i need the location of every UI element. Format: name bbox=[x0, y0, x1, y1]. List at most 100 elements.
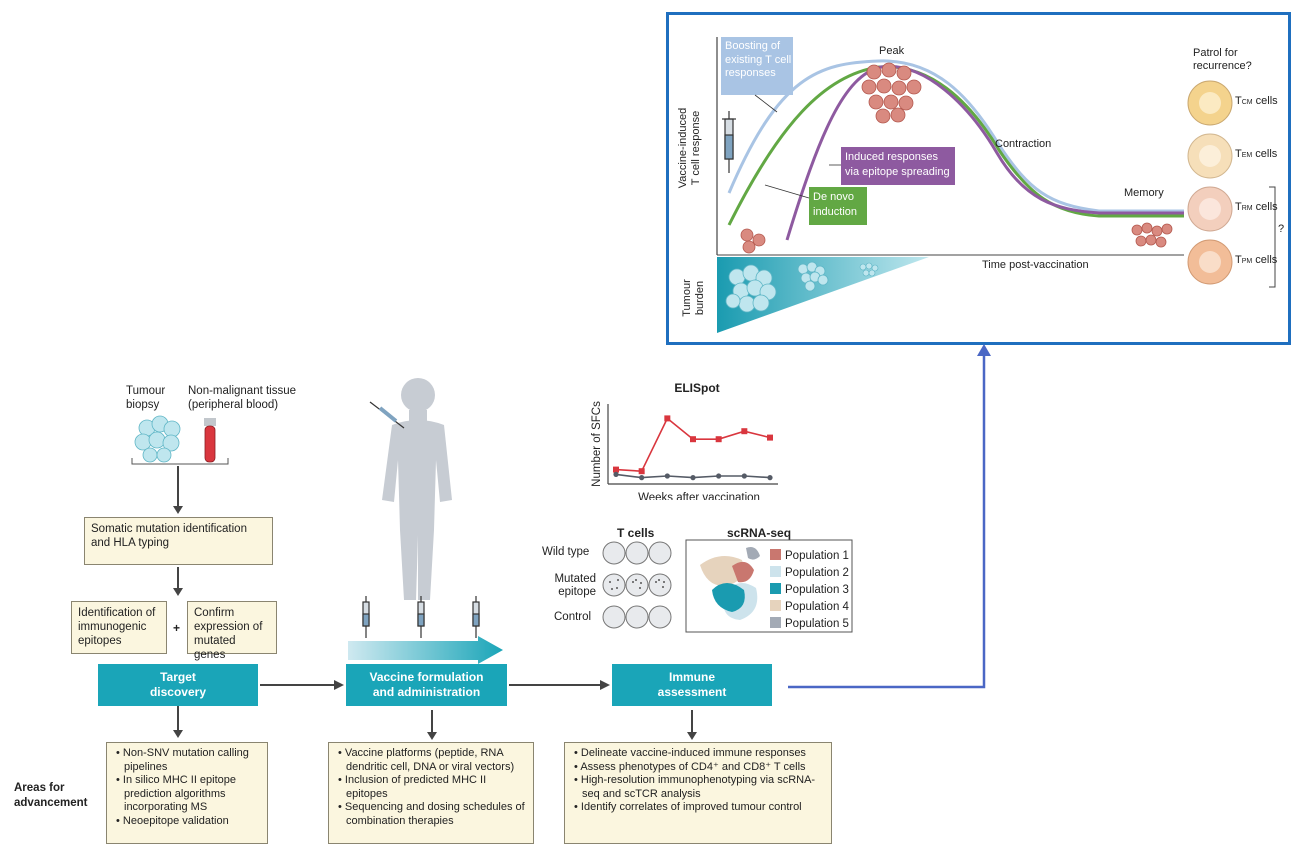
tumour-biopsy-line1: Tumour bbox=[126, 385, 166, 397]
peak-label: Peak bbox=[879, 45, 905, 57]
legend-population-2: Population 2 bbox=[770, 566, 849, 579]
question-mark: ? bbox=[1278, 223, 1285, 235]
areas-label: Areas for advancement bbox=[14, 781, 88, 811]
elispot-ylabel: Number of SFCs bbox=[591, 401, 603, 487]
induced-line1: Induced responses bbox=[845, 151, 938, 163]
scrna-title: scRNA-seq bbox=[727, 526, 792, 540]
swatch-population-2 bbox=[770, 566, 781, 577]
boosting-label: Boosting of existing T cell responses bbox=[725, 40, 791, 81]
bullet-target-2: In silico MHC II epitope prediction algo… bbox=[115, 774, 263, 815]
tumour-cluster-large bbox=[725, 264, 777, 313]
elispot-point-s2-7 bbox=[767, 475, 773, 481]
nonmalignant-line1: Non-malignant tissue bbox=[188, 385, 297, 397]
elispot-series-line-1 bbox=[615, 417, 771, 473]
trm-suffix: cells bbox=[1252, 201, 1278, 213]
tcell-wells bbox=[602, 541, 672, 629]
identification-line1: Identification of bbox=[78, 607, 156, 619]
row-label-mutated: Mutated epitope bbox=[546, 573, 596, 599]
induced-box bbox=[841, 147, 955, 185]
blue-connector-arrowhead bbox=[977, 344, 991, 356]
trm-label: TRM cells bbox=[1235, 201, 1278, 213]
induced-curve bbox=[785, 64, 1184, 241]
tumour-cluster-small bbox=[859, 262, 879, 277]
tcell-response-panel: Vaccine-induced T cell response Tumour b… bbox=[666, 12, 1291, 345]
tumour-biopsy-line2: biopsy bbox=[126, 399, 160, 411]
confirm-line1: Confirm bbox=[194, 607, 235, 619]
elispot-point-s1-7 bbox=[767, 434, 773, 441]
tcell-response-graphic bbox=[716, 37, 1276, 333]
elispot-point-s2-4 bbox=[690, 475, 696, 481]
bullet-target-3: Neoepitope validation bbox=[115, 815, 263, 829]
elispot-point-s1-3 bbox=[664, 415, 671, 422]
patrol-line1: Patrol for bbox=[1193, 47, 1238, 59]
mutated-line2: epitope bbox=[558, 586, 596, 598]
dose-syringe-icons bbox=[362, 596, 480, 638]
plus-sign: + bbox=[173, 621, 181, 635]
legend-population-4: Population 4 bbox=[770, 600, 849, 613]
bullet-immune-3: High-resolution immunophenotyping via sc… bbox=[573, 774, 827, 801]
confirm-line2: expression of bbox=[194, 621, 263, 633]
elispot-xlabel: Weeks after vaccination bbox=[638, 492, 760, 500]
somatic-box: Somatic mutation identification and HLA … bbox=[84, 517, 273, 565]
patrol-label: Patrol for recurrence? bbox=[1193, 47, 1252, 73]
early-cell-cluster bbox=[740, 228, 766, 254]
trm-sub: RM bbox=[1241, 205, 1253, 212]
bullet-vaccine-3: Sequencing and dosing schedules of combi… bbox=[337, 801, 529, 828]
elispot-point-s1-4 bbox=[690, 436, 696, 443]
confirm-box: Confirm expression of mutated genes bbox=[187, 601, 277, 661]
elispot-title: ELISpot bbox=[674, 381, 719, 395]
boosting-line2: existing T cell bbox=[725, 53, 792, 66]
bullets-vaccine-box: Vaccine platforms (peptide, RNA dendriti… bbox=[328, 742, 534, 844]
scrna-umap bbox=[700, 547, 760, 620]
peak-cell-cluster bbox=[861, 62, 922, 124]
boosting-line3: responses bbox=[725, 67, 776, 79]
trm-main: T bbox=[1235, 201, 1242, 213]
areas-line1: Areas for bbox=[14, 782, 65, 794]
elispot-point-s2-1 bbox=[613, 471, 619, 477]
swatch-population-4 bbox=[770, 600, 781, 611]
tcm-label: TCM cells bbox=[1235, 95, 1278, 107]
tpm-main: T bbox=[1235, 254, 1242, 266]
tcm-main: T bbox=[1235, 95, 1242, 107]
syringe-icon bbox=[722, 111, 736, 173]
identification-line2: immunogenic bbox=[78, 621, 147, 633]
elispot-point-s2-6 bbox=[741, 473, 747, 479]
population-5-label: Population 5 bbox=[785, 618, 849, 630]
swatch-population-5 bbox=[770, 617, 781, 628]
time-label: Time post-vaccination bbox=[982, 259, 1089, 271]
denovo-line2: induction bbox=[813, 206, 858, 218]
swatch-population-1 bbox=[770, 549, 781, 560]
patrol-cells bbox=[1187, 80, 1233, 285]
confirm-line3: mutated genes bbox=[194, 635, 236, 661]
memory-cell-cluster bbox=[1131, 222, 1173, 248]
legend-population-1: Population 1 bbox=[770, 549, 849, 562]
patrol-line2: recurrence? bbox=[1193, 60, 1252, 72]
elispot-point-s1-5 bbox=[715, 436, 722, 443]
stage3-line1: Immune bbox=[668, 670, 715, 684]
boosting-box bbox=[721, 37, 793, 95]
population-4-label: Population 4 bbox=[785, 601, 849, 613]
blue-connector-line bbox=[788, 352, 986, 689]
stage1-line1: Target bbox=[160, 670, 196, 684]
elispot-point-s2-2 bbox=[639, 475, 645, 481]
bullets-immune-box: Delineate vaccine-induced immune respons… bbox=[564, 742, 832, 844]
nonmalignant-label: Non-malignant tissue (peripheral blood) bbox=[188, 384, 296, 412]
row-label-wild-type: Wild type bbox=[542, 546, 590, 558]
denovo-box bbox=[809, 187, 867, 225]
tpm-label: TPM cells bbox=[1235, 254, 1277, 266]
somatic-line2: and HLA typing bbox=[91, 537, 170, 549]
stage2-line2: and administration bbox=[372, 685, 481, 699]
legend-population-3: Population 3 bbox=[770, 583, 849, 596]
population-3-label: Population 3 bbox=[785, 584, 849, 596]
somatic-line1: Somatic mutation identification bbox=[91, 523, 247, 535]
stage3-line2: assessment bbox=[657, 685, 727, 699]
tpm-sub: PM bbox=[1241, 258, 1253, 265]
tumour-biopsy-label: Tumour biopsy bbox=[126, 384, 165, 412]
population-1-label: Population 1 bbox=[785, 550, 849, 562]
tcm-sub: CM bbox=[1241, 99, 1253, 106]
